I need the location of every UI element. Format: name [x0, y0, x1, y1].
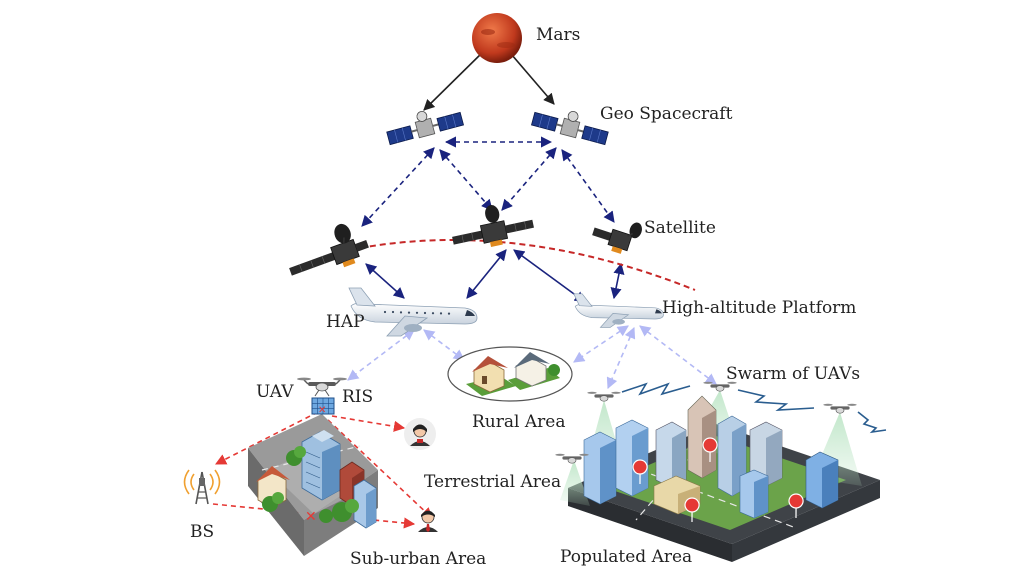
- drone-icon: [555, 453, 589, 464]
- location-pin-icons: [632, 437, 804, 523]
- rural-area-label: Rural Area: [472, 412, 566, 432]
- ris-panel-icon: ✕: [311, 397, 335, 416]
- building-icon: [353, 479, 377, 529]
- satellite-icon: [592, 222, 642, 254]
- svg-text:✕: ✕: [318, 405, 326, 416]
- user-icon: [404, 418, 436, 450]
- geo-spacecraft-icon: [530, 111, 609, 146]
- uav-label: UAV: [256, 382, 294, 402]
- satellite-label: Satellite: [644, 218, 716, 238]
- drone-icon: [823, 403, 857, 414]
- building-icon: [655, 421, 687, 489]
- satellite-orbit: [359, 239, 696, 291]
- hap-label: HAP: [326, 312, 365, 332]
- building-icon: [687, 395, 717, 479]
- ris-label: RIS: [342, 387, 374, 407]
- airplane-icon: [348, 287, 478, 337]
- building-icon: [615, 419, 649, 497]
- bs-label: BS: [190, 522, 215, 542]
- air-ground-links: [347, 325, 717, 390]
- drone-icon: [703, 381, 737, 392]
- user-icon: [418, 510, 438, 532]
- mars-planet-icon: [472, 13, 522, 63]
- building-icon: [717, 415, 747, 497]
- drone-icon: [297, 377, 347, 397]
- terrestrial-area-label: Terrestrial Area: [424, 472, 562, 492]
- space-links: [361, 136, 625, 303]
- airplane-icon: [573, 293, 664, 328]
- building-icon: [805, 451, 839, 509]
- house-icon: [508, 352, 560, 390]
- swarm-of-uavs-label: Swarm of UAVs: [726, 364, 861, 384]
- mars-label: Mars: [536, 25, 581, 45]
- geo-spacecraft-icon: [386, 111, 465, 146]
- blocked-link-mark: ✕: [305, 509, 317, 525]
- satellite-icon: [289, 223, 369, 276]
- cell-tower-icon: [183, 469, 221, 505]
- building-icon: [301, 430, 341, 501]
- tree-cluster: [262, 446, 359, 523]
- drone-icon: [587, 391, 621, 402]
- populated-area-label: Populated Area: [560, 547, 693, 567]
- house-icon: [466, 356, 516, 396]
- deep-space-links: [423, 47, 555, 111]
- high-altitude-platform-label: High-altitude Platform: [662, 298, 857, 318]
- lightning-icon: [621, 382, 887, 434]
- building-icon: [739, 469, 769, 519]
- building-icon: [749, 421, 783, 487]
- satellite-icon: [452, 205, 534, 247]
- geo-spacecraft-label: Geo Spacecraft: [600, 104, 733, 124]
- building-icon: [583, 431, 617, 505]
- sub-urban-area-label: Sub-urban Area: [350, 549, 487, 569]
